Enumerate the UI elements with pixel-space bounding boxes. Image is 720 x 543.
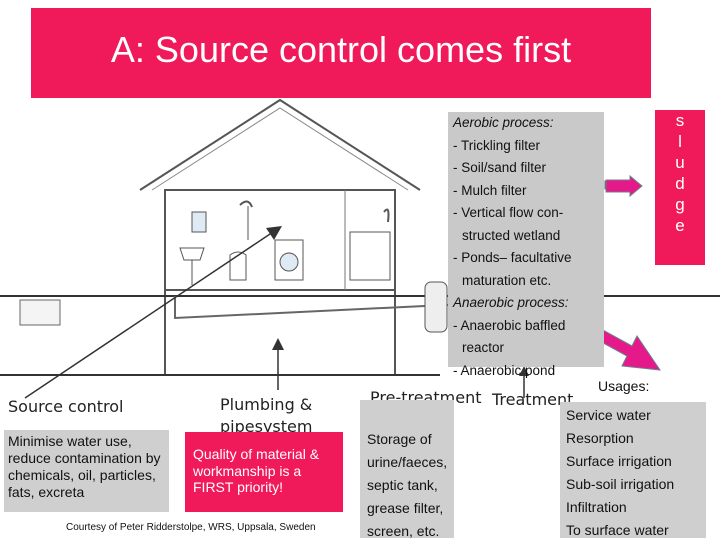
source-arrow-line — [24, 229, 277, 399]
sludge-letter: g — [675, 195, 685, 214]
sludge-letter: u — [675, 153, 685, 172]
usage-item: Surface irrigation — [566, 453, 672, 469]
credit-note: Courtesy of Peter Ridderstolpe, WRS, Upp… — [66, 522, 316, 533]
usage-item: Resorption — [566, 430, 634, 446]
minimise-box: Minimise water use, reduce contamination… — [4, 430, 169, 512]
title-banner: A: Source control comes first — [31, 8, 651, 98]
process-line: - Anaerobic pond — [453, 362, 556, 378]
plumbing-arrow-head — [272, 338, 284, 350]
sludge-letter: d — [675, 174, 685, 193]
plumbing-label: Plumbing & pipesystem — [220, 394, 312, 438]
washer-door — [279, 252, 299, 272]
sludge-letter: s — [675, 111, 685, 130]
sludge-arrow — [605, 174, 643, 198]
source-arrow-head — [266, 226, 282, 240]
plumbing-label-line: pipesystem — [220, 417, 313, 436]
usage-item: Infiltration — [566, 499, 627, 515]
process-line: - Ponds– facultative — [453, 250, 572, 265]
process-line: maturation etc. — [462, 272, 552, 288]
shower-head — [239, 200, 253, 208]
process-line: Aerobic process: — [453, 115, 554, 130]
sink — [179, 247, 205, 261]
kitchen-tap — [383, 208, 390, 223]
sludge-letter: e — [675, 216, 685, 235]
sludge-box: s l u d g e — [655, 110, 705, 265]
plumbing-label-line: Plumbing & — [220, 395, 313, 414]
process-line: - Mulch filter — [453, 182, 527, 198]
kitchen-cabinet — [349, 231, 391, 281]
process-line: reactor — [462, 340, 505, 355]
roof — [139, 98, 421, 191]
usage-item: To surface water — [566, 522, 669, 538]
process-line: - Soil/sand filter — [453, 160, 547, 175]
storage-box: Storage of urine/faeces, septic tank, gr… — [360, 400, 454, 539]
process-line: Anaerobic process: — [453, 295, 569, 310]
quality-box: Quality of material & workmanship is a F… — [185, 432, 343, 512]
septic-tank — [424, 281, 448, 333]
process-line: - Trickling filter — [453, 137, 541, 153]
usages-box: Service water Resorption Surface irrigat… — [560, 402, 706, 538]
mirror — [191, 211, 207, 233]
usage-item: Service water — [566, 407, 651, 423]
service-pipe — [19, 299, 61, 326]
roof-inner — [151, 107, 409, 191]
source-control-label: Source control — [8, 397, 124, 416]
treatment-process-list: Aerobic process: - Trickling filter - So… — [448, 112, 604, 378]
treatment-arrow-head — [519, 366, 529, 376]
treatment-label: Treatment — [492, 390, 574, 409]
usages-label: Usages: — [598, 378, 650, 394]
process-line: - Anaerobic baffled — [453, 317, 566, 333]
usage-item: Sub-soil irrigation — [566, 476, 675, 492]
slide-title: A: Source control comes first — [110, 29, 572, 70]
process-line: - Vertical flow con- — [453, 205, 564, 220]
process-line: structed wetland — [462, 227, 561, 243]
sludge-letter: l — [678, 132, 682, 151]
